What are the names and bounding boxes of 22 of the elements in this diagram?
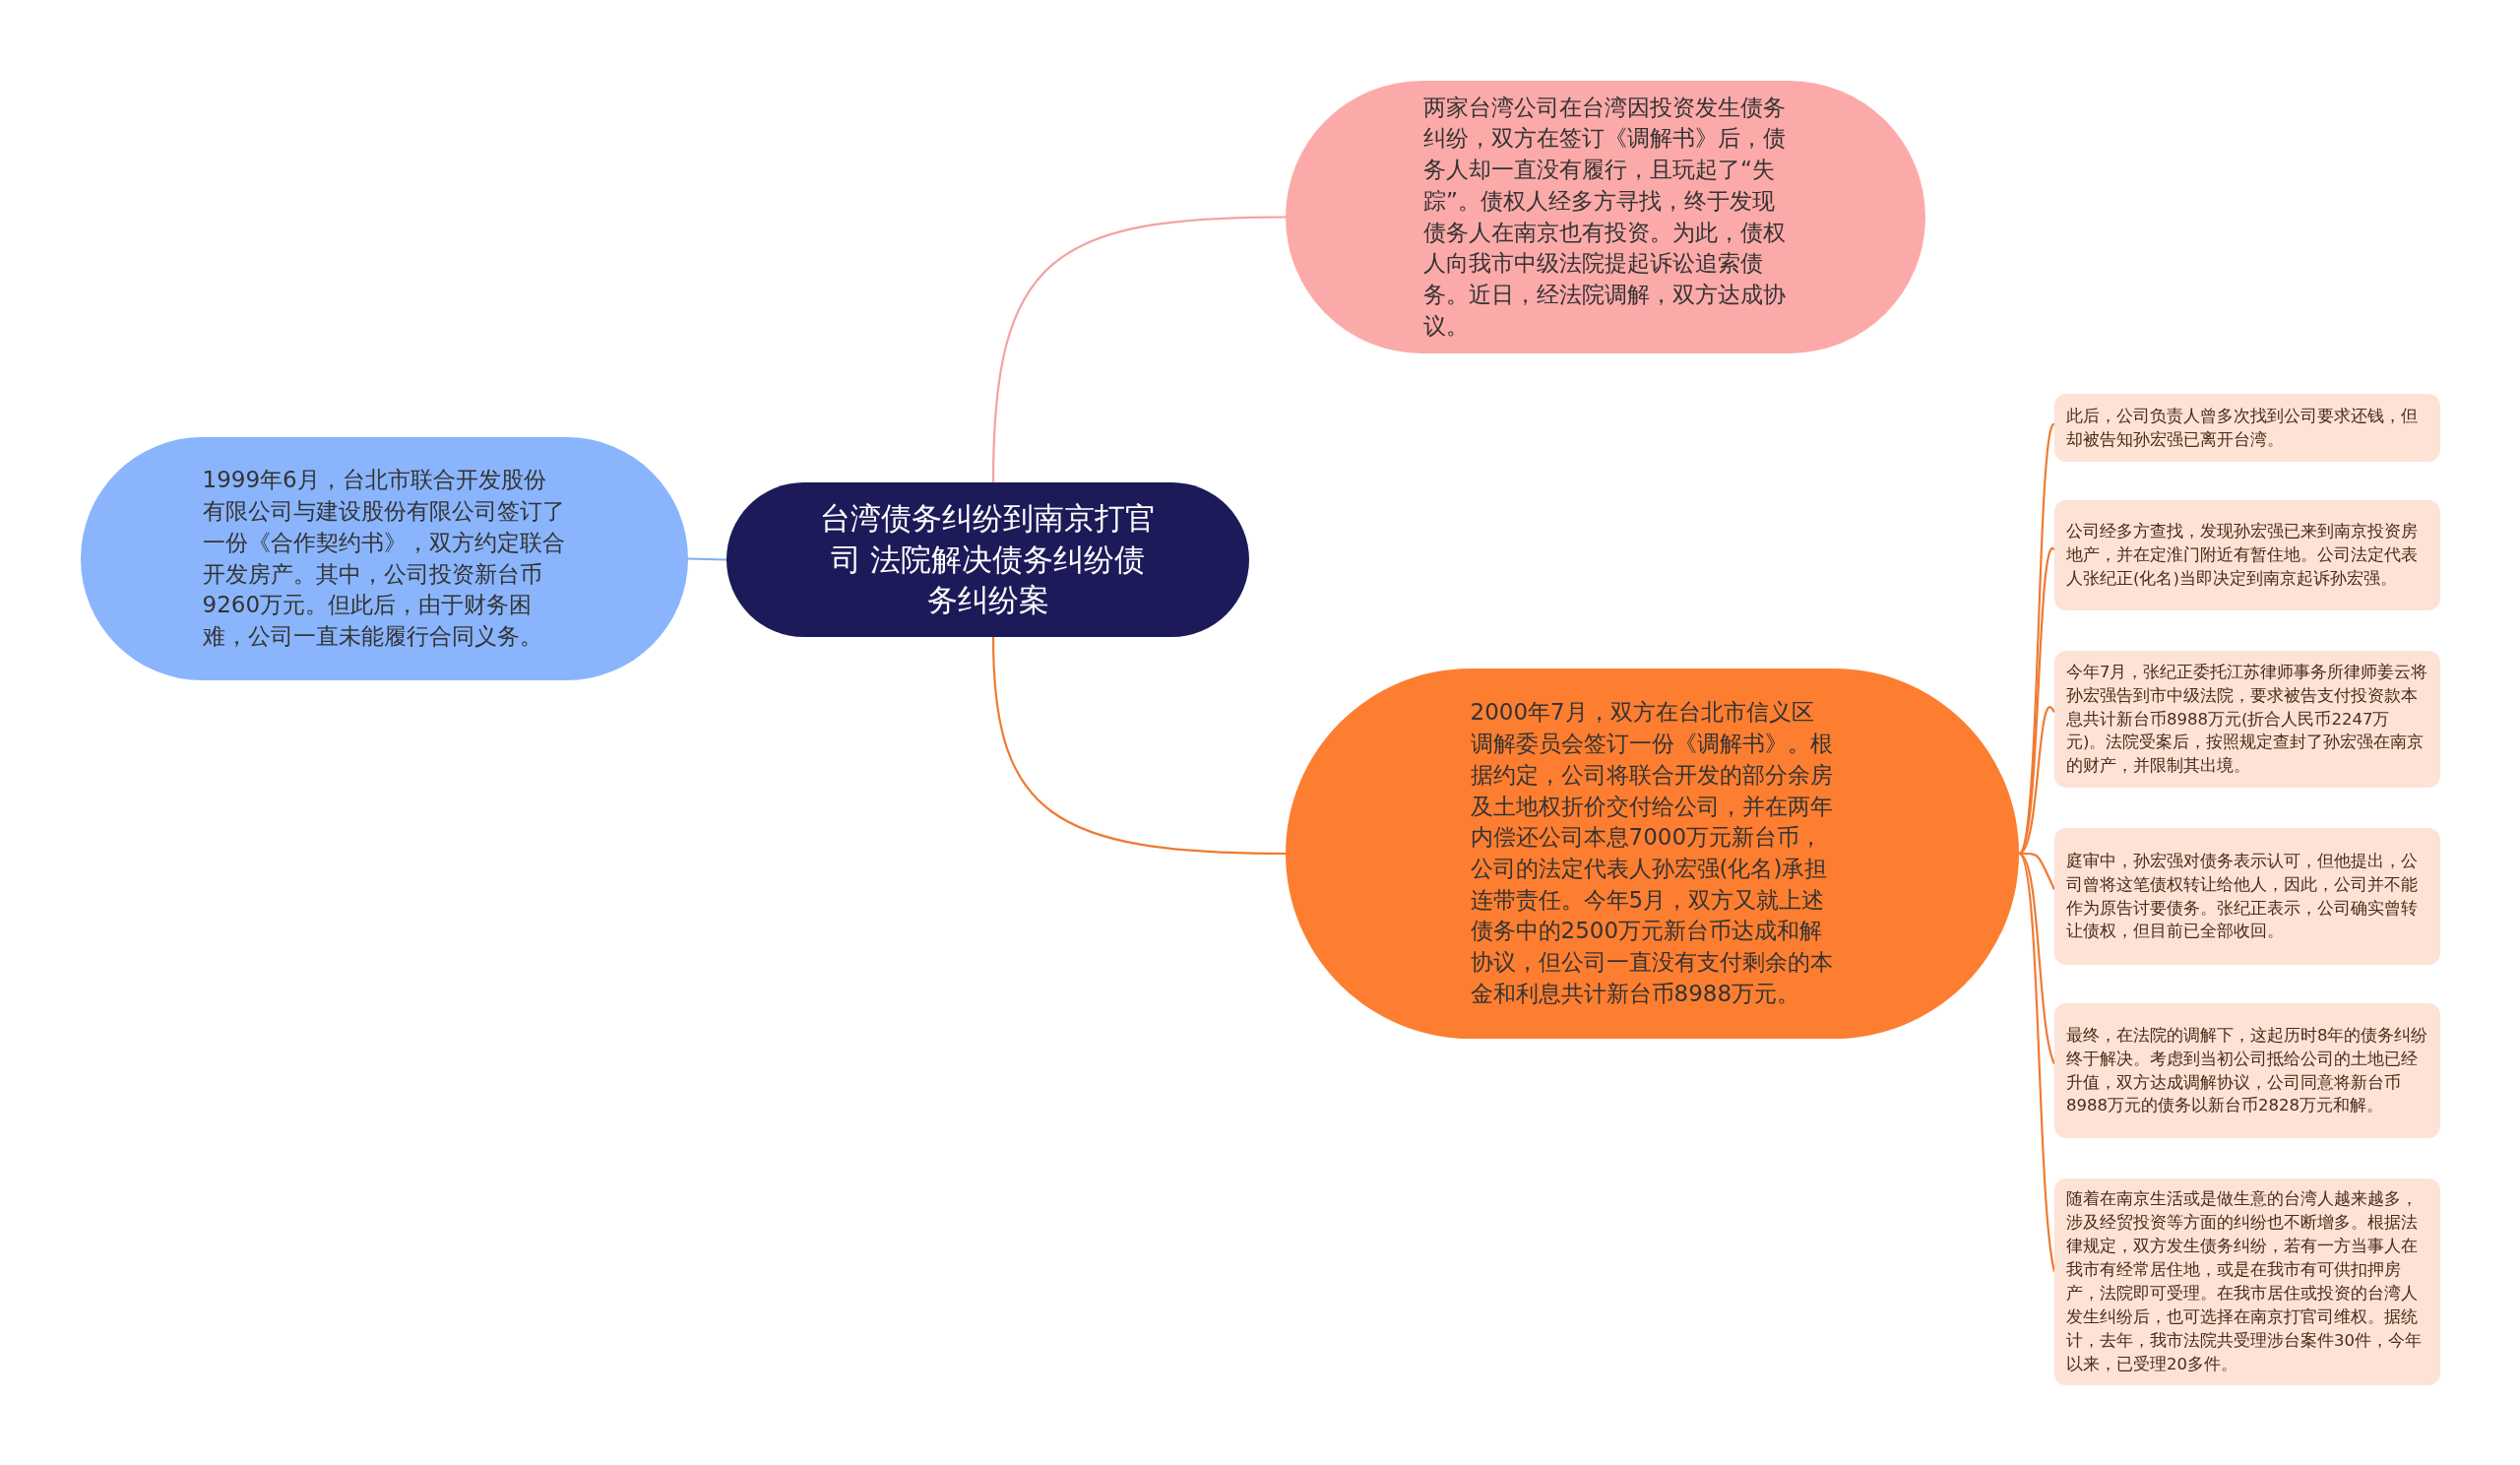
connector-line xyxy=(2019,852,2055,890)
node-text: 最终，在法院的调解下，这起历时8年的债务纠纷终于解决。考虑到当初公司抵给公司的土地已经升值，双方达成调解协议，公司同意将新台币8988万元的债务以新台币2828万元和解。 xyxy=(2066,1024,2428,1117)
connector-line xyxy=(991,216,1286,483)
node-text: 庭审中，孙宏强对债务表示认可，但他提出，公司曾将这笔债权转让给他人，因此，公司并不能作为原告讨要债务。张纪正表示，公司确实曾转让债权，但目前已全部收回。 xyxy=(2066,850,2419,943)
note-card xyxy=(2054,1178,2440,1385)
note-card xyxy=(2054,1003,2440,1138)
node-text: 今年7月，张纪正委托江苏律师事务所律师姜云将孙宏强告到市中级法院，要求被告支付投资款本息共计新台币8988万元(折合人民币2247万元)。法院受案后，按照规定查封了孙宏强在南京的财产，并限制其出境。 xyxy=(2066,661,2428,778)
connector-line xyxy=(2018,548,2055,855)
node-text: 公司经多方查找，发现孙宏强已来到南京投资房地产，并在定淮门附近有暂住地。公司法定代表人张纪正(化名)当即决定到南京起诉孙宏强。 xyxy=(2066,521,2419,590)
node-text: 台湾债务纠纷到南京打官司 法院解决债务纠纷债务纠纷案 xyxy=(819,498,1157,620)
note-card xyxy=(2054,500,2440,610)
note-card xyxy=(2054,651,2440,788)
connector-line xyxy=(2018,853,2056,1272)
node-text: 此后，公司负责人曾多次找到公司要求还钱，但却被告知孙宏强已离开台湾。 xyxy=(2066,405,2419,451)
node-text: 两家台湾公司在台湾因投资发生债务纠纷，双方在签订《调解书》后，债务人却一直没有履行，且玩起了“失踪”。债权人经多方寻找，终于发现债务人在南京也有投资。为此，债权人向我市中级法院提起诉讼追索债务。近日，经法院调解，双方达成协议。 xyxy=(1423,93,1787,341)
note-card xyxy=(2054,828,2440,965)
node-text: 随着在南京生活或是做生意的台湾人越来越多，涉及经贸投资等方面的纠纷也不断增多。根据法律规定，双方发生债务纠纷，若有一方当事人在我市有经常居住地，或是在我市有可供扣押房产，法院即可受理。在我市居住或投资的台湾人发生纠纷后，也可选择在南京打官司维权。据统计，去年，我市法院共受理涉台案件30件，今年以来，已受理20多件。 xyxy=(2066,1188,2423,1375)
node-text: 2000年7月，双方在台北市信义区调解委员会签订一份《调解书》。根据约定，公司将联合开发的部分余房及土地权折价交付给公司，并在两年内偿还公司本息7000万元新台币，公司的法定代表人孙宏强(化名)承担连带责任。今年5月，双方又就上述债务中的2500万元新台币达成和解协议，但公司一直没有支付剩余的本金和利息共计新台币8988万元。 xyxy=(1470,698,1834,1008)
connector-line xyxy=(991,636,1286,856)
note-card xyxy=(2054,394,2440,462)
connector-line xyxy=(687,557,727,561)
node-text: 1999年6月，台北市联合开发股份有限公司与建设股份有限公司签订了一份《合作契约书》，双方约定联合开发房产。其中，公司投资新台币9260万元。但此后，由于财务困难，公司一直未能履行合同义务。 xyxy=(202,466,566,651)
